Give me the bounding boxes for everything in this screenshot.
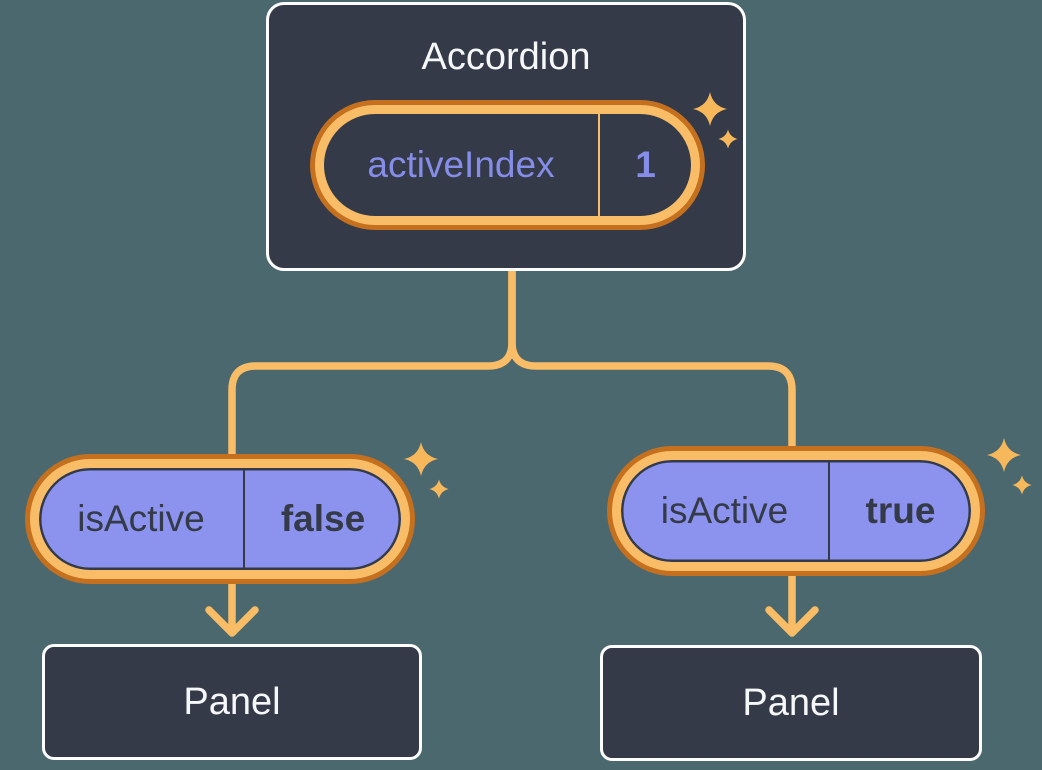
prop-pill-right-label: isActive [621,460,830,562]
state-pill-label: activeIndex [324,114,600,216]
sparkle-icon [693,92,738,149]
arrowhead-down-right-icon [765,606,819,637]
prop-pill-left-value: false [280,498,366,539]
panel-title: Panel [183,680,281,723]
sparkle-icon [987,438,1032,495]
sparkle-icon [404,442,449,499]
state-pill-value: 1 [635,144,656,185]
accordion-title: Accordion [421,36,591,78]
accordion-state-pill: activeIndex 1 [315,105,700,225]
prop-pill-left: isActive false [30,459,410,579]
branch-line-right [508,270,796,632]
prop-pill-right: isActive true [612,451,980,571]
arrowhead-down-left-icon [205,606,259,637]
prop-pill-right-value: true [865,490,936,531]
panel-node-right: Panel [600,645,982,761]
panel-node-left: Panel [42,644,422,760]
panel-title: Panel [742,681,840,724]
prop-pill-left-label: isActive [39,468,245,570]
